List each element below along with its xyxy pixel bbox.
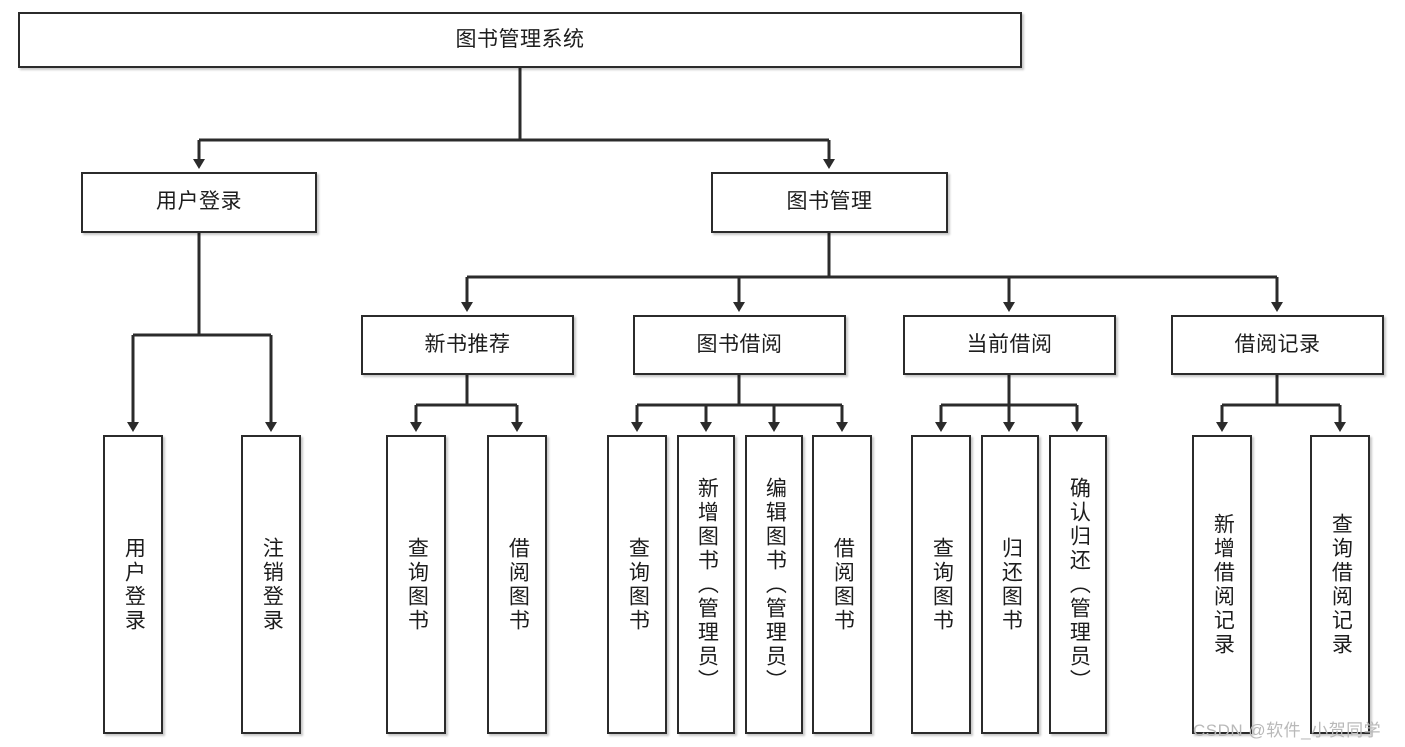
node-label: 查询图书: [405, 536, 429, 633]
node-label: 当前借阅: [966, 332, 1053, 356]
leaf-book-borrow-query-book[interactable]: 查询图书: [607, 435, 667, 734]
node-label: 新书推荐: [424, 332, 511, 356]
node-root-book-management-system[interactable]: 图书管理系统: [18, 12, 1022, 68]
node-book-management[interactable]: 图书管理: [711, 172, 948, 233]
leaf-book-borrow-edit-book-admin[interactable]: 编辑图书（管理员）: [745, 435, 803, 734]
node-label: 查询借阅记录: [1329, 512, 1353, 657]
node-label: 图书管理: [786, 190, 873, 214]
leaf-book-borrow-add-book-admin[interactable]: 新增图书（管理员）: [677, 435, 735, 734]
node-label: 新增图书（管理员）: [695, 476, 719, 693]
node-label: 归还图书: [999, 536, 1023, 633]
node-borrow-record[interactable]: 借阅记录: [1171, 315, 1384, 375]
leaf-current-borrow-return-book[interactable]: 归还图书: [981, 435, 1039, 734]
leaf-borrow-record-query-record[interactable]: 查询借阅记录: [1310, 435, 1370, 734]
node-label: 查询图书: [626, 536, 650, 633]
leaf-user-login-logout[interactable]: 注销登录: [241, 435, 301, 734]
node-label: 新增借阅记录: [1211, 512, 1235, 657]
leaf-book-borrow-borrow-book[interactable]: 借阅图书: [812, 435, 872, 734]
csdn-watermark: CSDN @软件_小贺同学: [1193, 721, 1382, 740]
leaf-current-borrow-confirm-return-admin[interactable]: 确认归还（管理员）: [1049, 435, 1107, 734]
node-label: 用户登录: [156, 190, 242, 214]
node-label: 编辑图书（管理员）: [763, 476, 787, 693]
node-book-borrow[interactable]: 图书借阅: [633, 315, 846, 375]
node-label: 用户登录: [122, 536, 146, 633]
node-label: 查询图书: [930, 536, 954, 633]
leaf-current-borrow-query-book[interactable]: 查询图书: [911, 435, 971, 734]
node-label: 图书管理系统: [455, 27, 585, 51]
node-label: 图书借阅: [696, 332, 783, 356]
node-new-book-recommendation[interactable]: 新书推荐: [361, 315, 574, 375]
node-label: 注销登录: [260, 536, 284, 633]
node-label: 借阅图书: [506, 536, 530, 633]
node-label: 借阅图书: [831, 536, 855, 633]
node-label: 确认归还（管理员）: [1067, 476, 1091, 693]
leaf-new-book-borrow-book[interactable]: 借阅图书: [487, 435, 547, 734]
leaf-new-book-query-book[interactable]: 查询图书: [386, 435, 446, 734]
node-label: 借阅记录: [1234, 332, 1321, 356]
leaf-user-login-login[interactable]: 用户登录: [103, 435, 163, 734]
node-user-login[interactable]: 用户登录: [81, 172, 317, 233]
node-current-borrow[interactable]: 当前借阅: [903, 315, 1116, 375]
leaf-borrow-record-add-record[interactable]: 新增借阅记录: [1192, 435, 1252, 734]
